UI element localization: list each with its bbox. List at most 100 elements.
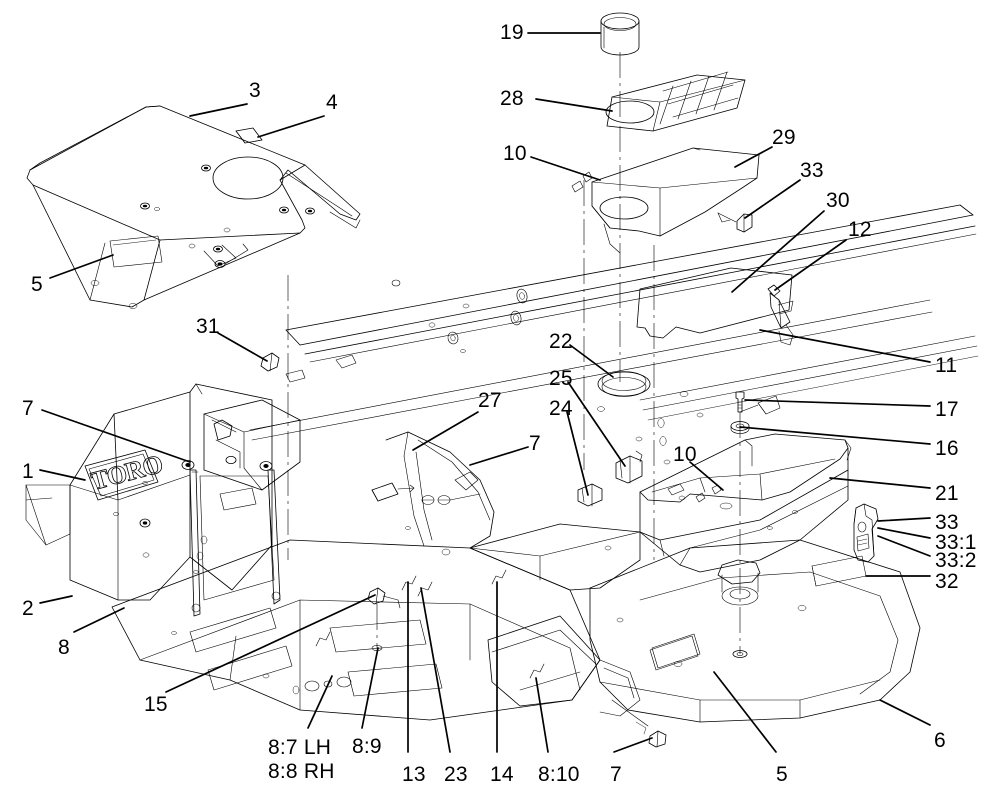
callout-27[interactable]: 27 [478, 389, 502, 412]
callout-33-2[interactable]: 33:2 [935, 549, 977, 572]
part-lower-frame-pan [111, 539, 601, 721]
callout-17[interactable]: 17 [935, 398, 959, 421]
callout-10[interactable]: 10 [503, 142, 527, 165]
part-center-frame [371, 431, 495, 556]
callout-24[interactable]: 24 [549, 397, 573, 420]
leader-line-12 [774, 239, 847, 291]
leader-line-4 [257, 115, 325, 138]
callout-19[interactable]: 19 [500, 21, 524, 44]
callout-2[interactable]: 2 [22, 597, 34, 620]
callout-30[interactable]: 30 [826, 189, 850, 212]
callout-8[interactable]: 8 [58, 636, 70, 659]
callout-7[interactable]: 7 [610, 763, 622, 786]
callout-23[interactable]: 23 [444, 763, 468, 786]
leader-line-3 [189, 103, 248, 117]
callout-5[interactable]: 5 [31, 273, 43, 296]
leader-line-2 [39, 595, 73, 604]
callout-7[interactable]: 7 [22, 397, 34, 420]
callout-10[interactable]: 10 [673, 443, 697, 466]
part-inner-bracket-structure [139, 399, 301, 617]
part-bolt-17 [735, 391, 745, 413]
callout-6[interactable]: 6 [934, 729, 946, 752]
callout-33-1[interactable]: 33:1 [935, 531, 977, 554]
leader-line-23 [420, 587, 451, 753]
part-pins-10-upper [571, 171, 593, 193]
leader-line-33-2 [877, 535, 931, 557]
callout-5[interactable]: 5 [776, 763, 788, 786]
leader-line-33-1 [877, 527, 931, 539]
part-latch-block-25 [615, 450, 643, 484]
part-floor-panel [636, 267, 793, 339]
leader-line-22 [569, 344, 614, 378]
callout-32[interactable]: 32 [935, 570, 959, 593]
part-rear-fender-deck [589, 539, 921, 723]
part-clamp-33-upper [717, 212, 753, 233]
leader-line-11 [759, 329, 931, 363]
callout-1[interactable]: 1 [22, 460, 34, 483]
leader-line-29 [734, 146, 773, 168]
callout-8-7-lh-8-8-rh[interactable]: 8:7 LH 8:8 RH [268, 736, 335, 783]
leader-line-15 [165, 594, 376, 693]
part-nut-bottom [732, 650, 748, 658]
svg-text:TORO: TORO [88, 449, 165, 496]
leader-line-30 [731, 210, 825, 293]
leader-line-27 [412, 411, 479, 451]
part-console-housing [639, 433, 852, 606]
toro-brand-badge: TORO [88, 449, 166, 496]
part-fastener-7-bottom-right [648, 730, 667, 748]
callout-11[interactable]: 11 [935, 354, 958, 377]
callout-4[interactable]: 4 [326, 91, 338, 114]
part-main-frame-rails [249, 204, 979, 465]
leader-line-7 [41, 409, 191, 463]
part-hood-top [26, 105, 361, 309]
leader-line-1 [39, 469, 86, 481]
part-screw-31 [260, 352, 280, 372]
part-side-vent-panel-right [651, 633, 701, 669]
leader-line-8-9 [361, 647, 379, 729]
leader-lines [39, 32, 931, 753]
leader-line-5 [49, 254, 114, 279]
callout-16[interactable]: 16 [935, 437, 959, 460]
callout-8-10[interactable]: 8:10 [538, 763, 580, 786]
leader-line-7 [469, 446, 529, 466]
callout-28[interactable]: 28 [500, 87, 524, 110]
part-fuel-filler-cup [600, 12, 640, 56]
leader-line-7 [613, 737, 653, 753]
callout-12[interactable]: 12 [848, 218, 872, 241]
part-hood-latch-slot [235, 127, 263, 144]
leader-line-21 [829, 477, 931, 489]
part-lever-handle [853, 503, 879, 563]
leader-line-10 [689, 461, 724, 491]
leader-line-24 [566, 411, 589, 496]
part-side-vent-panel-left [109, 235, 163, 268]
callout-29[interactable]: 29 [772, 126, 796, 149]
part-right-lower-pan [469, 523, 649, 735]
part-decal-sheet [605, 71, 746, 132]
callout-3[interactable]: 3 [249, 79, 261, 102]
leader-line-5 [713, 671, 777, 753]
leader-line-16 [739, 426, 931, 445]
callout-8-9[interactable]: 8:9 [352, 735, 382, 758]
callout-15[interactable]: 15 [144, 693, 168, 716]
leader-line-8-7-LH-8-8-RH [307, 675, 333, 729]
leader-line-8-10 [535, 677, 549, 753]
leader-line-31 [217, 332, 268, 362]
leader-line-10 [530, 156, 601, 181]
callout-33[interactable]: 33 [800, 159, 824, 182]
leader-line-8 [73, 607, 125, 633]
callout-22[interactable]: 22 [549, 330, 573, 353]
leader-line-17 [744, 399, 931, 407]
callout-7[interactable]: 7 [529, 432, 541, 455]
callout-21[interactable]: 21 [935, 482, 959, 505]
part-pivot-rod-bolt [767, 284, 794, 346]
callout-31[interactable]: 31 [196, 315, 220, 338]
callout-13[interactable]: 13 [402, 763, 426, 786]
part-bracket-17-detail [739, 395, 781, 415]
leader-line-33 [744, 179, 801, 219]
callout-14[interactable]: 14 [490, 763, 514, 786]
callout-25[interactable]: 25 [549, 367, 573, 390]
callout-33[interactable]: 33 [935, 511, 959, 534]
part-mounting-strap [811, 555, 867, 587]
